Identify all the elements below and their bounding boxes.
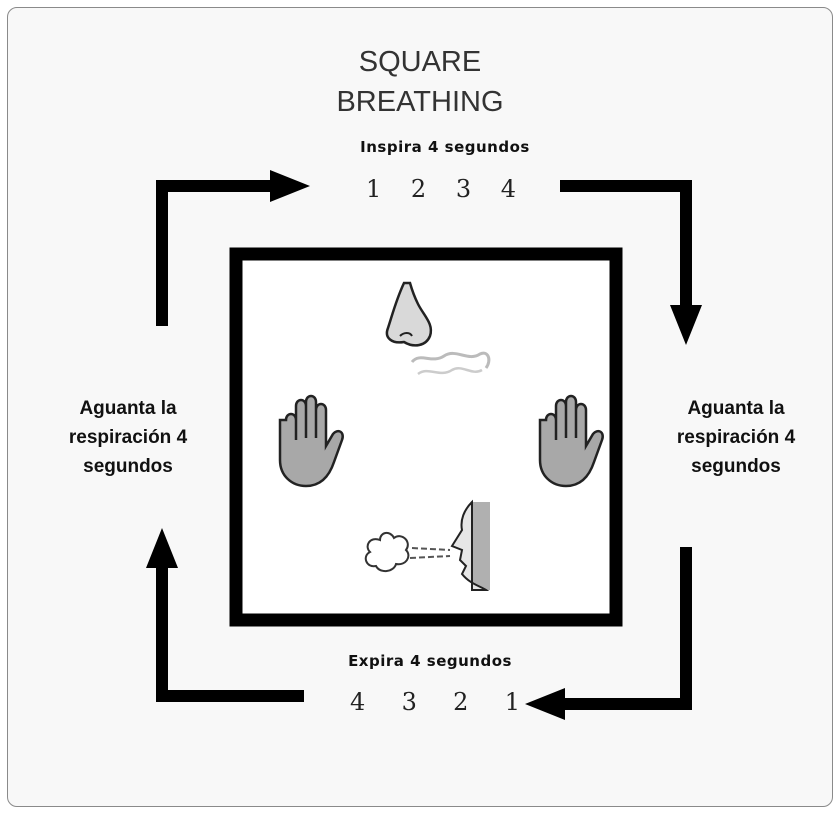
hold-right-line-3: segundos: [691, 456, 781, 477]
hold-right-line-2: respiración 4: [676, 427, 796, 448]
nose-inhale-icon: [385, 281, 491, 376]
exhale-counts: 4 3 2 1: [350, 688, 520, 716]
exhale-count-3: 3: [401, 688, 417, 716]
hold-left-line-1: Aguanta la: [79, 398, 177, 419]
inhale-count-4: 4: [500, 175, 516, 203]
inhale-count-1: 1: [366, 175, 382, 203]
title-line-1: SQUARE: [358, 46, 482, 78]
exhale-count-1: 1: [504, 688, 520, 716]
inhale-count-2: 2: [410, 175, 427, 203]
arrow-right-to-bottom: [560, 547, 692, 710]
arrow-head-up-left: [146, 528, 178, 568]
hold-left-line-3: segundos: [83, 456, 173, 477]
hand-stop-icon-left: [278, 394, 344, 488]
hold-left-text: Aguanta la respiración 4 segundos: [38, 394, 218, 481]
arrow-left-to-top: [156, 180, 275, 326]
arrow-head-right-top: [270, 170, 310, 202]
arrow-top-to-right: [560, 180, 692, 310]
inhale-label: Inspira 4 segundos: [360, 138, 530, 156]
inhale-count-3: 3: [455, 175, 472, 203]
title-line-2: BREATHING: [336, 86, 504, 118]
arrow-head-left-bottom: [525, 688, 565, 720]
face-exhale-icon: [364, 499, 490, 591]
arrow-head-down-right: [670, 305, 702, 345]
arrow-bottom-to-left: [156, 563, 304, 702]
exhale-count-2: 2: [453, 688, 469, 716]
hold-left-line-2: respiración 4: [68, 427, 188, 448]
hold-right-text: Aguanta la respiración 4 segundos: [646, 394, 826, 481]
inhale-counts: 1 2 3 4: [366, 175, 516, 203]
exhale-count-4: 4: [350, 688, 366, 716]
exhale-label: Expira 4 segundos: [348, 652, 512, 670]
hold-right-line-1: Aguanta la: [687, 398, 785, 419]
hand-stop-icon-right: [538, 394, 604, 488]
